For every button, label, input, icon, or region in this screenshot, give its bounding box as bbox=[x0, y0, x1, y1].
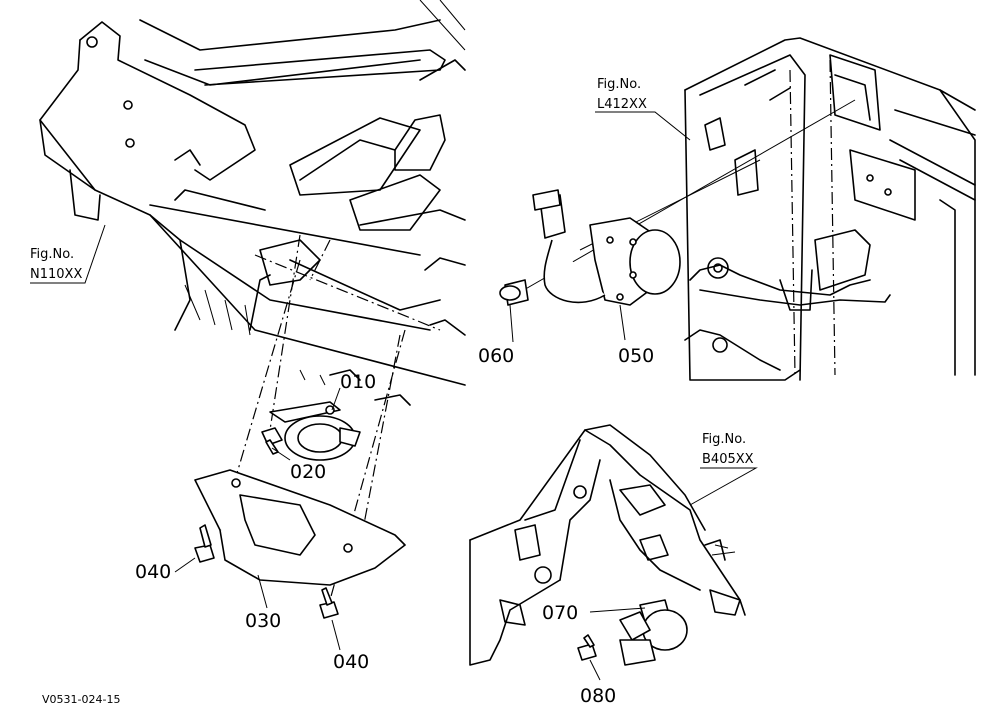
part-number-060[interactable]: 060 bbox=[478, 345, 514, 367]
drawing-code: V0531-024-15 bbox=[42, 693, 120, 706]
bolt-040-left[interactable] bbox=[194, 524, 215, 563]
part-number-010[interactable]: 010 bbox=[340, 371, 376, 393]
bolt-060[interactable] bbox=[499, 279, 529, 306]
fig-ref-n110-line1: Fig.No. bbox=[30, 247, 74, 262]
part-number-050[interactable]: 050 bbox=[618, 345, 654, 367]
fig-ref-l412-line1: Fig.No. bbox=[597, 77, 641, 92]
fig-ref-b405-line2: B405XX bbox=[702, 452, 754, 467]
part-number-080[interactable]: 080 bbox=[580, 685, 616, 707]
fig-ref-l412-line2: L412XX bbox=[597, 97, 647, 112]
part-number-040-right[interactable]: 040 bbox=[333, 651, 369, 673]
chassis-frame bbox=[39, 0, 466, 406]
horn-cover[interactable] bbox=[194, 469, 406, 586]
sensor-070[interactable] bbox=[619, 599, 688, 666]
part-number-020[interactable]: 020 bbox=[290, 461, 326, 483]
horn[interactable] bbox=[269, 401, 361, 461]
sensor-050[interactable] bbox=[532, 189, 681, 306]
bolt-040-right[interactable] bbox=[319, 587, 339, 619]
alignment-lines-left bbox=[234, 234, 441, 601]
bracket-assembly bbox=[469, 424, 746, 666]
leader-lines bbox=[30, 111, 758, 681]
part-number-070[interactable]: 070 bbox=[542, 602, 578, 624]
bolt-080[interactable] bbox=[577, 634, 597, 661]
part-number-040-left[interactable]: 040 bbox=[135, 561, 171, 583]
bolt-020[interactable] bbox=[261, 427, 283, 455]
fig-ref-n110-line2: N110XX bbox=[30, 267, 82, 282]
fig-ref-b405: Fig.No. B405XX bbox=[702, 432, 754, 467]
part-number-030[interactable]: 030 bbox=[245, 610, 281, 632]
fig-ref-b405-line1: Fig.No. bbox=[702, 432, 746, 447]
mounting-bracket bbox=[684, 37, 976, 381]
fig-ref-n110: Fig.No. N110XX bbox=[30, 247, 82, 282]
fig-ref-l412: Fig.No. L412XX bbox=[597, 77, 647, 112]
